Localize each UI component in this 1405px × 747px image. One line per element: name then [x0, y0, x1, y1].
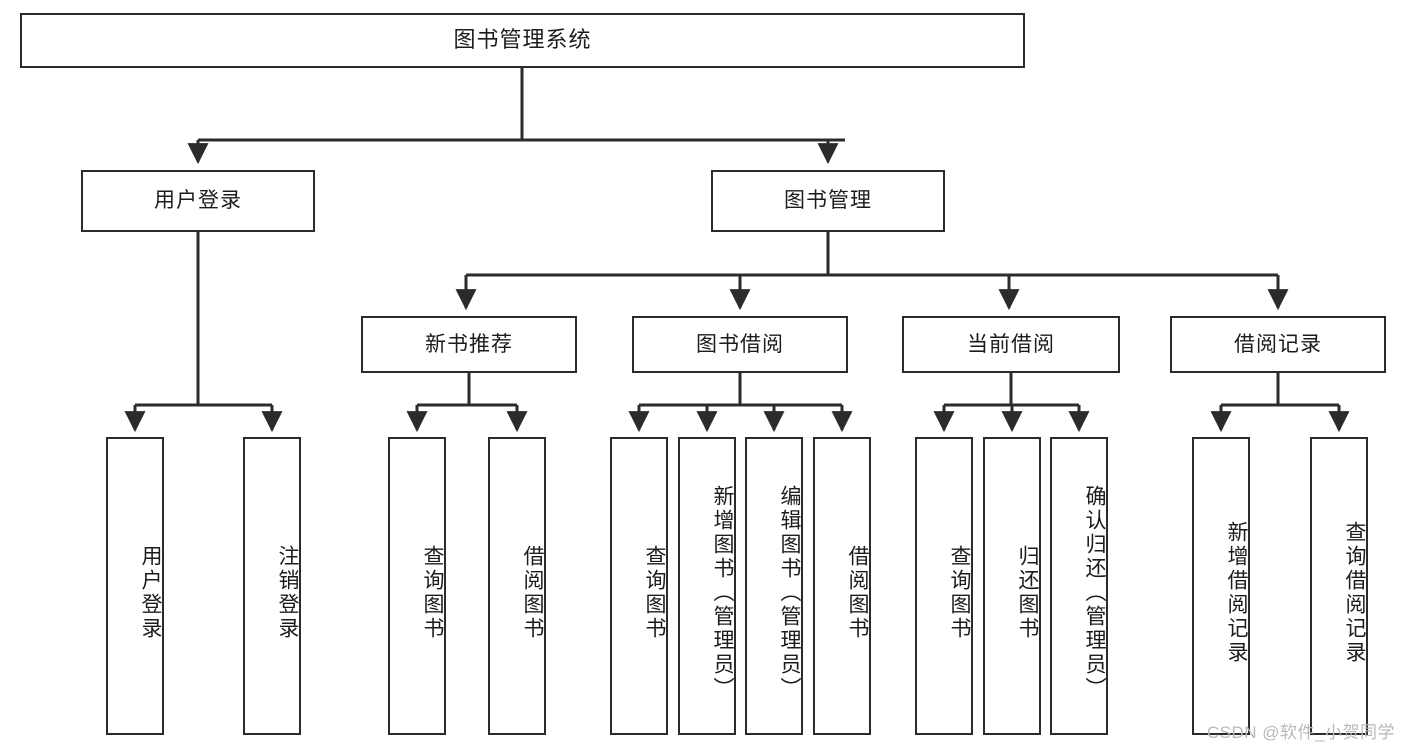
- node-leaf-return-book[interactable]: 归还图书: [983, 437, 1041, 735]
- node-borrow-records[interactable]: 借阅记录: [1170, 316, 1386, 373]
- node-leaf-query-borrow-record[interactable]: 查询借阅记录: [1310, 437, 1368, 735]
- node-leaf-query-book-current[interactable]: 查询图书: [915, 437, 973, 735]
- node-book-management[interactable]: 图书管理: [711, 170, 945, 232]
- node-new-book-recommend[interactable]: 新书推荐: [361, 316, 577, 373]
- node-leaf-logout[interactable]: 注销登录: [243, 437, 301, 735]
- node-leaf-query-book-recommend[interactable]: 查询图书: [388, 437, 446, 735]
- node-root-book-management-system[interactable]: 图书管理系统: [20, 13, 1025, 68]
- node-leaf-edit-book-admin[interactable]: 编辑图书（管理员）: [745, 437, 803, 735]
- node-leaf-borrow-book-recommend[interactable]: 借阅图书: [488, 437, 546, 735]
- node-leaf-add-book-admin[interactable]: 新增图书（管理员）: [678, 437, 736, 735]
- node-leaf-query-book-borrow[interactable]: 查询图书: [610, 437, 668, 735]
- node-user-login[interactable]: 用户登录: [81, 170, 315, 232]
- node-current-borrow[interactable]: 当前借阅: [902, 316, 1120, 373]
- node-leaf-borrow-book[interactable]: 借阅图书: [813, 437, 871, 735]
- node-leaf-confirm-return-admin[interactable]: 确认归还（管理员）: [1050, 437, 1108, 735]
- node-book-borrow[interactable]: 图书借阅: [632, 316, 848, 373]
- node-leaf-user-login[interactable]: 用户登录: [106, 437, 164, 735]
- node-leaf-add-borrow-record[interactable]: 新增借阅记录: [1192, 437, 1250, 735]
- watermark-text: CSDN @软件_小贺同学: [1206, 723, 1395, 742]
